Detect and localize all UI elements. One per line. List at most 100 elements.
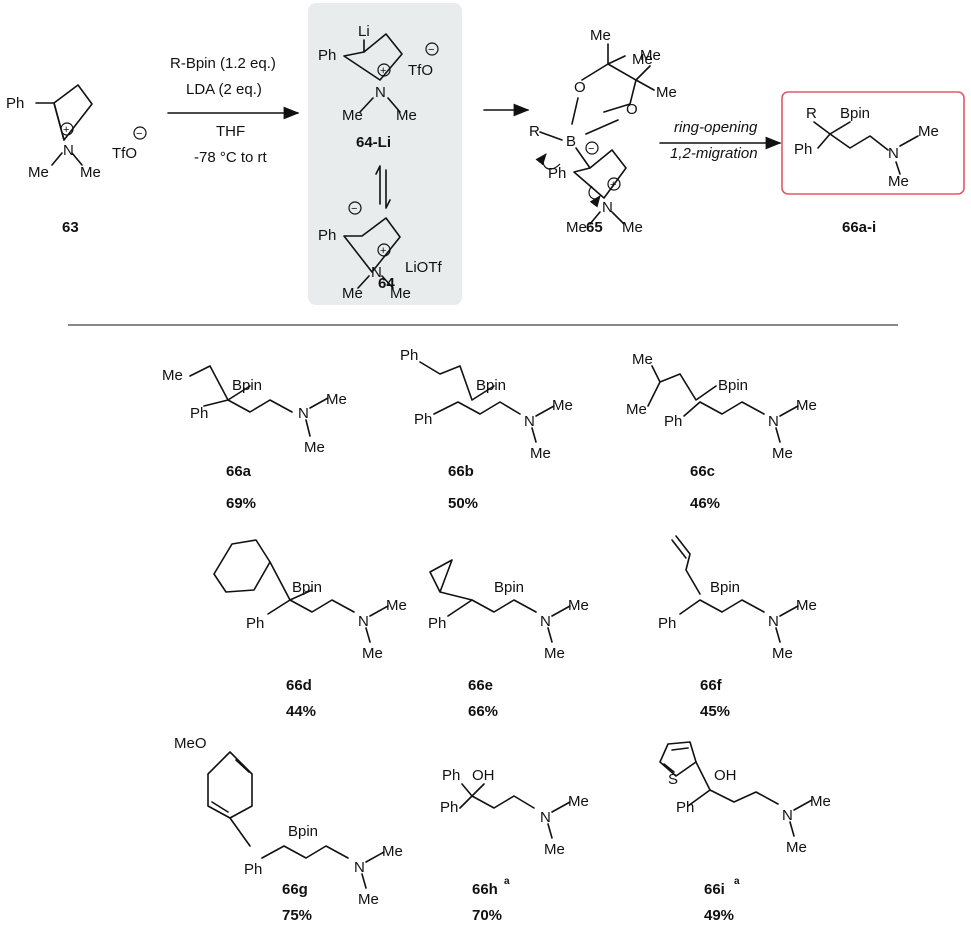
step-line-1: ring-opening — [674, 119, 758, 136]
compound-66e: Bpin Ph N Me Me 66e 66% — [428, 559, 589, 720]
svg-text:Me: Me — [568, 793, 589, 810]
label-66-general: 66a-i — [842, 219, 876, 236]
compound-66f: Bpin Ph N Me Me 66f 45% — [658, 535, 817, 720]
svg-text:Me: Me — [342, 285, 363, 302]
svg-text:TfO: TfO — [408, 62, 433, 79]
compound-63: Ph N + Me Me TfO − 63 — [6, 84, 147, 236]
svg-text:B: B — [566, 133, 576, 150]
svg-text:Me: Me — [568, 597, 589, 614]
svg-text:66c: 66c — [690, 463, 715, 480]
svg-text:Li: Li — [358, 23, 370, 40]
svg-text:S: S — [668, 771, 678, 788]
svg-text:Ph: Ph — [548, 165, 566, 182]
label-64: 64 — [378, 275, 395, 292]
svg-text:+: + — [63, 124, 69, 136]
svg-text:N: N — [358, 613, 369, 630]
compound-66d: Bpin Ph N Me Me 66d 44% — [213, 539, 407, 720]
svg-text:Me: Me — [810, 793, 831, 810]
svg-text:Me: Me — [358, 891, 379, 908]
svg-text:Me: Me — [382, 843, 403, 860]
svg-text:Bpin: Bpin — [494, 579, 524, 596]
svg-text:+: + — [380, 65, 386, 77]
svg-text:Me: Me — [888, 173, 909, 190]
svg-text:N: N — [375, 84, 386, 101]
svg-text:Me: Me — [28, 164, 49, 181]
svg-text:66%: 66% — [468, 703, 498, 720]
svg-text:Me: Me — [304, 439, 325, 456]
reagent-line-2: LDA (2 eq.) — [186, 81, 262, 98]
svg-text:N: N — [888, 145, 899, 162]
svg-text:66h: 66h — [472, 881, 498, 898]
svg-text:Bpin: Bpin — [710, 579, 740, 596]
svg-text:46%: 46% — [690, 495, 720, 512]
svg-text:Me: Me — [590, 27, 611, 44]
svg-text:N: N — [298, 405, 309, 422]
svg-text:−: − — [136, 128, 142, 140]
svg-text:Me: Me — [530, 445, 551, 462]
svg-text:Me: Me — [544, 645, 565, 662]
svg-text:a: a — [734, 876, 740, 887]
svg-text:Me: Me — [544, 841, 565, 858]
product-highlight-box — [781, 91, 965, 195]
svg-text:Me: Me — [162, 367, 183, 384]
svg-text:66f: 66f — [700, 677, 723, 694]
compound-66c: Me Me Bpin Ph N Me Me 66c 46% — [626, 351, 817, 512]
svg-text:N: N — [540, 809, 551, 826]
svg-text:R: R — [529, 123, 540, 140]
svg-text:Ph: Ph — [676, 799, 694, 816]
svg-text:Ph: Ph — [244, 861, 262, 878]
intermediate-panel — [308, 3, 462, 305]
svg-text:OH: OH — [714, 767, 737, 784]
svg-text:Me: Me — [626, 401, 647, 418]
svg-text:Me: Me — [386, 597, 407, 614]
svg-text:66b: 66b — [448, 463, 474, 480]
compound-66a: Me Bpin Ph N Me Me 66a 69% — [162, 365, 347, 512]
reagent-line-3: THF — [216, 123, 245, 140]
svg-text:Me: Me — [622, 219, 643, 236]
svg-text:+: + — [610, 179, 616, 191]
svg-text:Me: Me — [796, 597, 817, 614]
svg-text:50%: 50% — [448, 495, 478, 512]
label-63: 63 — [62, 219, 79, 236]
svg-text:N: N — [371, 264, 382, 281]
svg-text:Ph: Ph — [400, 347, 418, 364]
compound-66h: Ph OH Ph N Me Me 66h a 70% — [440, 767, 589, 924]
svg-text:Me: Me — [566, 219, 587, 236]
reagent-line-4: -78 °C to rt — [194, 149, 268, 166]
svg-text:Ph: Ph — [658, 615, 676, 632]
svg-text:49%: 49% — [704, 907, 734, 924]
svg-text:Me: Me — [772, 445, 793, 462]
svg-text:N: N — [354, 859, 365, 876]
compound-65: O O Me Me Me Me B − R Ph + N Me Me 65 — [529, 27, 677, 236]
svg-text:Me: Me — [326, 391, 347, 408]
svg-text:69%: 69% — [226, 495, 256, 512]
svg-text:Ph: Ph — [190, 405, 208, 422]
svg-text:Me: Me — [640, 47, 661, 64]
svg-text:N: N — [602, 199, 613, 216]
svg-text:Ph: Ph — [6, 95, 24, 112]
svg-text:70%: 70% — [472, 907, 502, 924]
svg-text:N: N — [768, 413, 779, 430]
svg-text:+: + — [380, 245, 386, 257]
svg-text:44%: 44% — [286, 703, 316, 720]
svg-text:Ph: Ph — [794, 141, 812, 158]
svg-text:Bpin: Bpin — [840, 105, 870, 122]
compound-66i: S OH Ph N Me Me 66i a 49% — [659, 741, 831, 924]
compound-66-general: R Bpin Ph N Me Me 66a-i — [794, 105, 939, 236]
svg-text:N: N — [540, 613, 551, 630]
svg-text:−: − — [588, 143, 594, 155]
svg-text:R: R — [806, 105, 817, 122]
svg-text:Bpin: Bpin — [718, 377, 748, 394]
svg-text:Ph: Ph — [664, 413, 682, 430]
step-line-2: 1,2-migration — [670, 145, 758, 162]
reagent-line-1: R-Bpin (1.2 eq.) — [170, 55, 276, 72]
compound-64: − Ph + N Me Me LiOTf 64 — [318, 201, 443, 302]
svg-text:−: − — [351, 203, 357, 215]
svg-text:OH: OH — [472, 767, 495, 784]
svg-text:Ph: Ph — [318, 47, 336, 64]
svg-text:Ph: Ph — [318, 227, 336, 244]
svg-text:Bpin: Bpin — [476, 377, 506, 394]
svg-text:Me: Me — [632, 351, 653, 368]
svg-text:Ph: Ph — [442, 767, 460, 784]
